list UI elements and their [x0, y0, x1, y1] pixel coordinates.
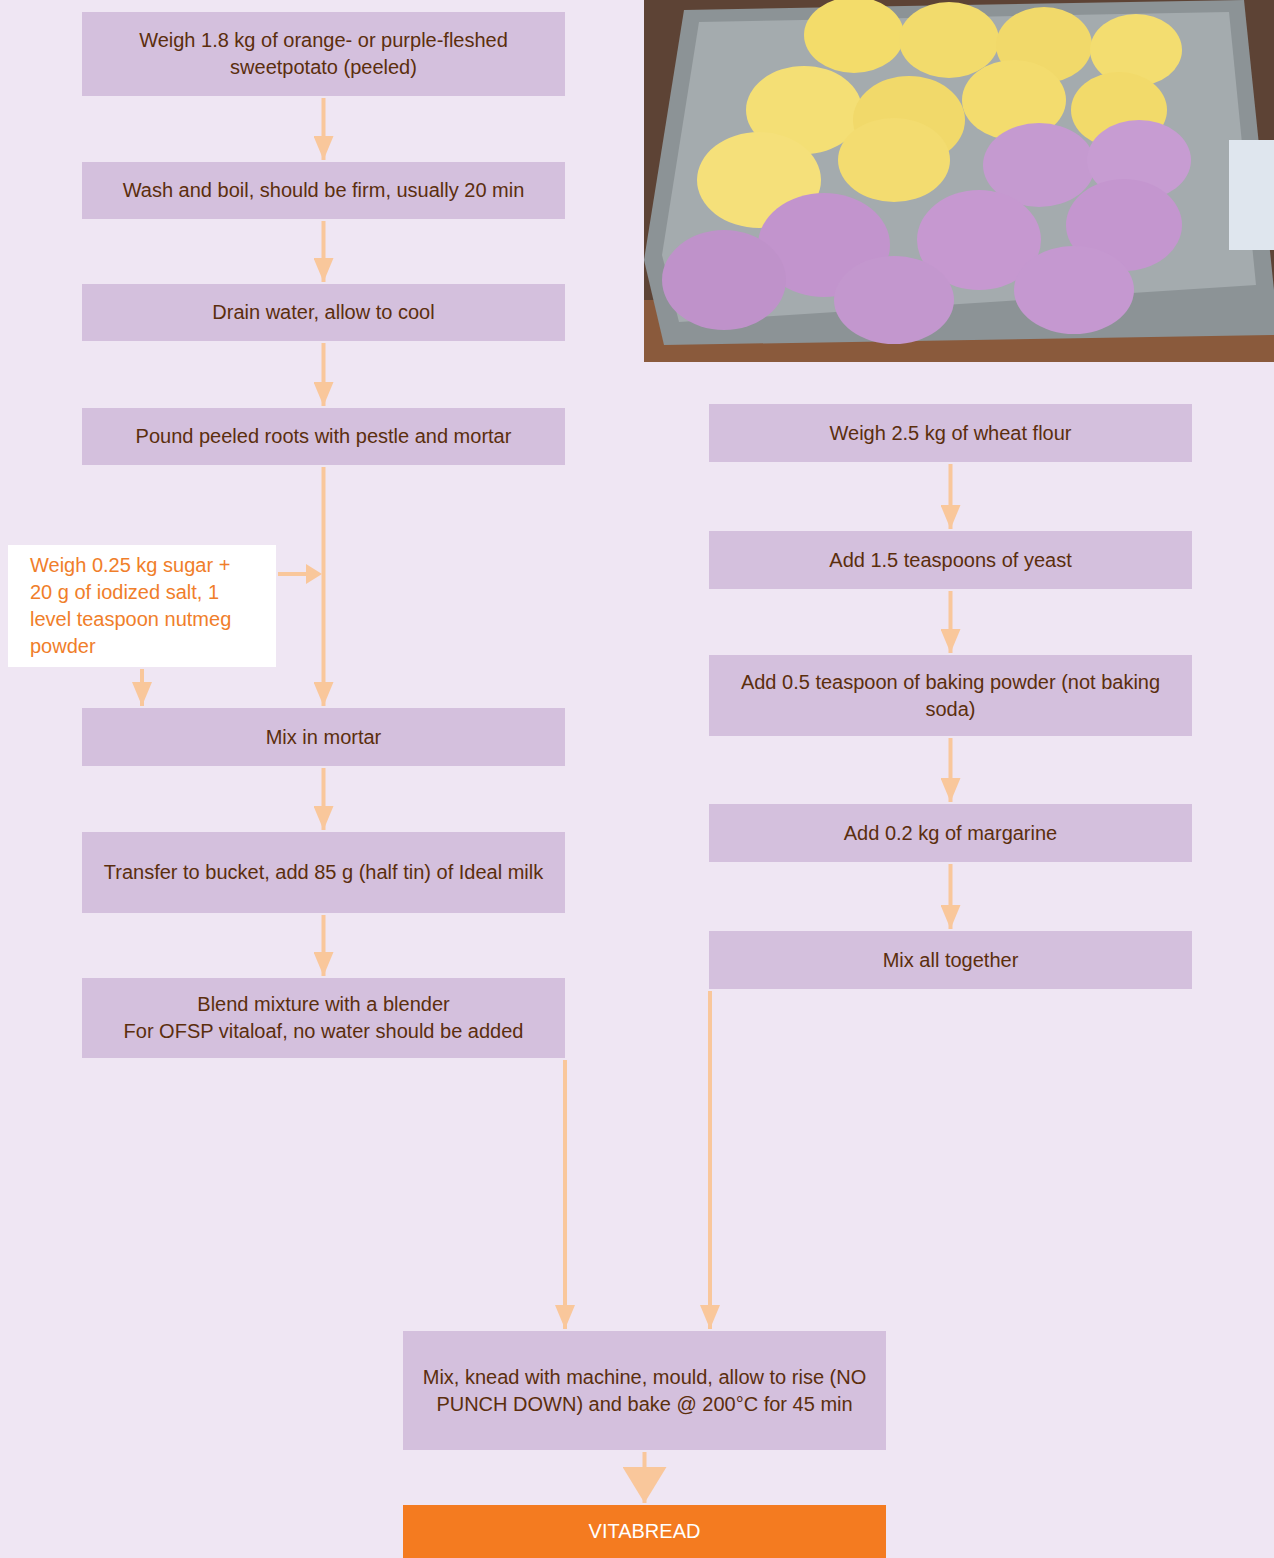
step-text: Drain water, allow to cool	[212, 299, 434, 326]
tray	[644, 0, 1274, 345]
flow-arrow	[708, 991, 712, 1329]
flow-arrow	[322, 221, 326, 282]
step-text: For OFSP vitaloaf, no water should be ad…	[124, 1018, 524, 1045]
step-text: Weigh 1.8 kg of orange- or purple-fleshe…	[96, 27, 551, 81]
flow-arrow	[322, 467, 326, 706]
flow-arrow	[322, 768, 326, 830]
ingredient-note: Weigh 0.25 kg sugar + 20 g of iodized sa…	[8, 545, 276, 667]
process-box: Weigh 2.5 kg of wheat flour	[709, 404, 1192, 462]
step-text: Transfer to bucket, add 85 g (half tin) …	[104, 859, 543, 886]
process-box: Pound peeled roots with pestle and morta…	[82, 408, 565, 465]
photo-ground	[644, 0, 1274, 362]
step-text: VITABREAD	[589, 1518, 701, 1545]
process-box: Mix, knead with machine, mould, allow to…	[403, 1331, 886, 1450]
process-box: Add 0.5 teaspoon of baking powder (not b…	[709, 655, 1192, 736]
step-text: Weigh 2.5 kg of wheat flour	[830, 420, 1072, 447]
flow-arrow	[949, 464, 953, 529]
junction-head	[306, 564, 322, 584]
process-box: Mix in mortar	[82, 708, 565, 766]
process-box: Add 0.2 kg of margarine	[709, 804, 1192, 862]
step-text: Mix in mortar	[266, 724, 382, 751]
flow-arrow	[322, 915, 326, 976]
flow-arrow	[322, 98, 326, 160]
step-text: Pound peeled roots with pestle and morta…	[136, 423, 512, 450]
step-text: Blend mixture with a blender	[197, 991, 449, 1018]
process-box: Drain water, allow to cool	[82, 284, 565, 341]
flow-arrow	[949, 864, 953, 929]
tin	[1229, 140, 1274, 250]
step-text: Mix all together	[883, 947, 1019, 974]
dough-photo	[644, 0, 1274, 362]
step-text: Add 1.5 teaspoons of yeast	[829, 547, 1071, 574]
junction-arrow	[278, 572, 308, 576]
process-box: Blend mixture with a blenderFor OFSP vit…	[82, 978, 565, 1058]
final-product-box: VITABREAD	[403, 1505, 886, 1558]
flow-arrow	[140, 669, 144, 706]
flow-arrow	[563, 1060, 567, 1329]
step-text: Mix, knead with machine, mould, allow to…	[417, 1364, 872, 1418]
process-box: Transfer to bucket, add 85 g (half tin) …	[82, 832, 565, 913]
process-box: Wash and boil, should be firm, usually 2…	[82, 162, 565, 219]
flow-arrow	[322, 343, 326, 406]
step-text: Add 0.2 kg of margarine	[844, 820, 1057, 847]
step-text: Weigh 0.25 kg sugar + 20 g of iodized sa…	[30, 552, 254, 660]
flow-arrow	[949, 591, 953, 653]
process-box: Add 1.5 teaspoons of yeast	[709, 531, 1192, 589]
purple-dough	[662, 120, 1191, 344]
step-text: Wash and boil, should be firm, usually 2…	[123, 177, 525, 204]
process-box: Weigh 1.8 kg of orange- or purple-fleshe…	[82, 12, 565, 96]
step-text: Add 0.5 teaspoon of baking powder (not b…	[723, 669, 1178, 723]
process-box: Mix all together	[709, 931, 1192, 989]
flow-arrow	[949, 738, 953, 802]
flow-arrow	[643, 1452, 647, 1503]
